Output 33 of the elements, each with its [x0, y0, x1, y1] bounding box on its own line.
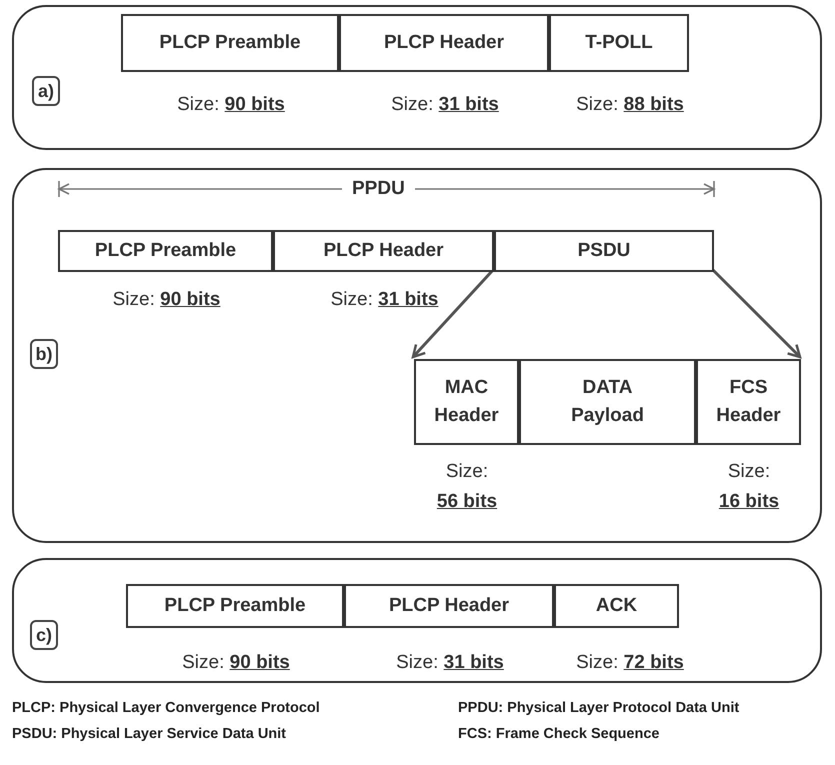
- field-size: Size: 90 bits: [181, 651, 291, 675]
- frame-field: PLCP Preamble: [58, 230, 273, 272]
- panel-tag: b): [30, 339, 58, 369]
- abbreviation-note: PSDU: Physical Layer Service Data Unit: [12, 726, 286, 742]
- frame-field: PLCP Preamble: [126, 584, 344, 628]
- panel-frame: [12, 168, 822, 543]
- frame-field: MAC Header: [414, 359, 519, 445]
- frame-field: T-POLL: [549, 14, 689, 72]
- frame-field: PLCP Header: [344, 584, 554, 628]
- field-size: Size: 31 bits: [395, 651, 505, 675]
- frame-field: PLCP Header: [339, 14, 549, 72]
- field-size: Size: 31 bits: [390, 93, 500, 117]
- field-size: Size: 31 bits: [330, 288, 440, 312]
- frame-field: PSDU: [494, 230, 714, 272]
- frame-field: PLCP Preamble: [121, 14, 339, 72]
- frame-field: ACK: [554, 584, 679, 628]
- field-size: Size: 16 bits: [718, 460, 780, 514]
- field-size: Size: 72 bits: [575, 651, 685, 675]
- panel-tag: c): [30, 620, 58, 650]
- abbreviation-note: FCS: Frame Check Sequence: [458, 726, 660, 742]
- field-size: Size: 90 bits: [112, 288, 222, 312]
- frame-field: FCS Header: [696, 359, 801, 445]
- frame-field: DATA Payload: [519, 359, 696, 445]
- abbreviation-note: PLCP: Physical Layer Convergence Protocol: [12, 700, 320, 716]
- panel-tag: a): [32, 76, 60, 106]
- field-size: Size: 88 bits: [575, 93, 685, 117]
- field-size: Size: 90 bits: [176, 93, 286, 117]
- panel-frame: [12, 558, 822, 683]
- arrow: [712, 268, 802, 358]
- abbreviation-note: PPDU: Physical Layer Protocol Data Unit: [458, 700, 740, 716]
- frame-field: PLCP Header: [273, 230, 494, 272]
- panel-frame: [12, 5, 822, 150]
- field-size: Size: 56 bits: [436, 460, 498, 514]
